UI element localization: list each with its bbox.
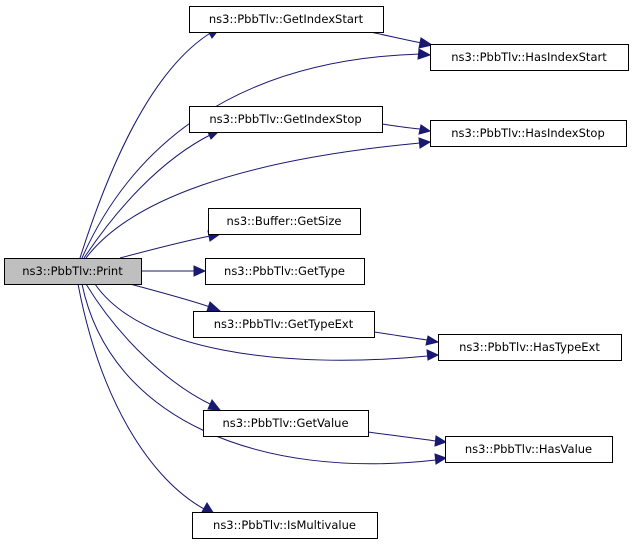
edge-line (369, 31, 423, 44)
node-box (193, 311, 375, 338)
edge-print-to-get-index-start (79, 27, 222, 259)
edge-line (129, 283, 211, 308)
node-box (430, 120, 627, 147)
edge-get-index-stop-to-has-index-stop (381, 123, 432, 135)
node-get-type-ext[interactable]: ns3::PbbTlv::GetTypeExt (193, 311, 375, 338)
node-buffer-get-size[interactable]: ns3::Buffer::GetSize (208, 208, 361, 235)
node-label: ns3::Buffer::GetSize (227, 214, 342, 228)
edge-line (367, 431, 437, 442)
function-nodes: ns3::PbbTlv::Print ns3::PbbTlv::GetIndexS… (4, 6, 629, 539)
node-get-value[interactable]: ns3::PbbTlv::GetValue (203, 410, 369, 437)
node-label: ns3::PbbTlv::HasValue (465, 442, 592, 456)
node-is-multivalue[interactable]: ns3::PbbTlv::IsMultivalue (192, 512, 378, 539)
edge-print-to-has-index-stop (85, 137, 432, 259)
node-label: ns3::PbbTlv::IsMultivalue (213, 518, 356, 532)
arrowhead (193, 265, 207, 277)
node-get-type[interactable]: ns3::PbbTlv::GetType (205, 258, 365, 285)
edge-get-value-to-has-value (367, 431, 448, 447)
node-has-index-start[interactable]: ns3::PbbTlv::HasIndexStart (430, 44, 629, 71)
node-has-index-stop[interactable]: ns3::PbbTlv::HasIndexStop (430, 120, 627, 147)
root-node-print[interactable]: ns3::PbbTlv::Print (4, 258, 142, 285)
edge-line (94, 283, 429, 361)
node-has-type-ext[interactable]: ns3::PbbTlv::HasTypeExt (438, 334, 622, 361)
node-box (445, 436, 613, 463)
edge-line (85, 283, 213, 406)
edge-print-to-get-value (85, 283, 222, 411)
arrowhead (418, 124, 432, 135)
arrowhead (425, 335, 440, 346)
edge-line (373, 331, 429, 341)
edge-line (83, 133, 213, 259)
arrowhead (434, 453, 448, 465)
edge-line (79, 31, 213, 259)
edge-print-to-get-type (141, 265, 207, 277)
arrowhead (206, 301, 222, 312)
node-box (438, 334, 622, 361)
arrowhead (426, 349, 440, 361)
edge-get-type-ext-to-has-type-ext (373, 331, 440, 346)
edge-print-to-has-type-ext (94, 283, 440, 361)
node-label: ns3::PbbTlv::Print (22, 264, 123, 278)
node-has-value[interactable]: ns3::PbbTlv::HasValue (445, 436, 613, 463)
node-label: ns3::PbbTlv::GetIndexStart (209, 12, 364, 26)
edge-line (381, 123, 421, 130)
arrowhead (434, 435, 448, 447)
node-get-index-start[interactable]: ns3::PbbTlv::GetIndexStart (189, 6, 384, 33)
node-box (192, 512, 378, 539)
node-box (4, 258, 142, 285)
node-label: ns3::PbbTlv::GetType (224, 264, 345, 278)
node-box (189, 106, 383, 133)
node-label: ns3::PbbTlv::GetValue (222, 416, 348, 430)
edge-line (119, 235, 211, 259)
arrowhead (418, 37, 434, 49)
edge-print-to-buffer-get-size (119, 230, 222, 259)
edge-print-to-get-type-ext (129, 283, 222, 312)
arrowhead (418, 137, 432, 149)
node-box (430, 44, 629, 71)
node-box (208, 208, 361, 235)
node-box (189, 6, 384, 33)
node-label: ns3::PbbTlv::GetIndexStop (209, 112, 361, 126)
edge-line (77, 283, 207, 511)
node-label: ns3::PbbTlv::HasTypeExt (459, 340, 600, 354)
arrowhead (207, 399, 222, 411)
edge-get-index-start-to-has-index-start (369, 31, 434, 49)
node-label: ns3::PbbTlv::HasIndexStart (451, 50, 607, 64)
node-label: ns3::PbbTlv::GetTypeExt (214, 317, 354, 331)
node-box (205, 258, 365, 285)
node-get-index-stop[interactable]: ns3::PbbTlv::GetIndexStop (189, 106, 383, 133)
arrowhead (417, 48, 432, 60)
edge-line (85, 142, 421, 259)
node-label: ns3::PbbTlv::HasIndexStop (451, 126, 605, 140)
node-box (203, 410, 369, 437)
